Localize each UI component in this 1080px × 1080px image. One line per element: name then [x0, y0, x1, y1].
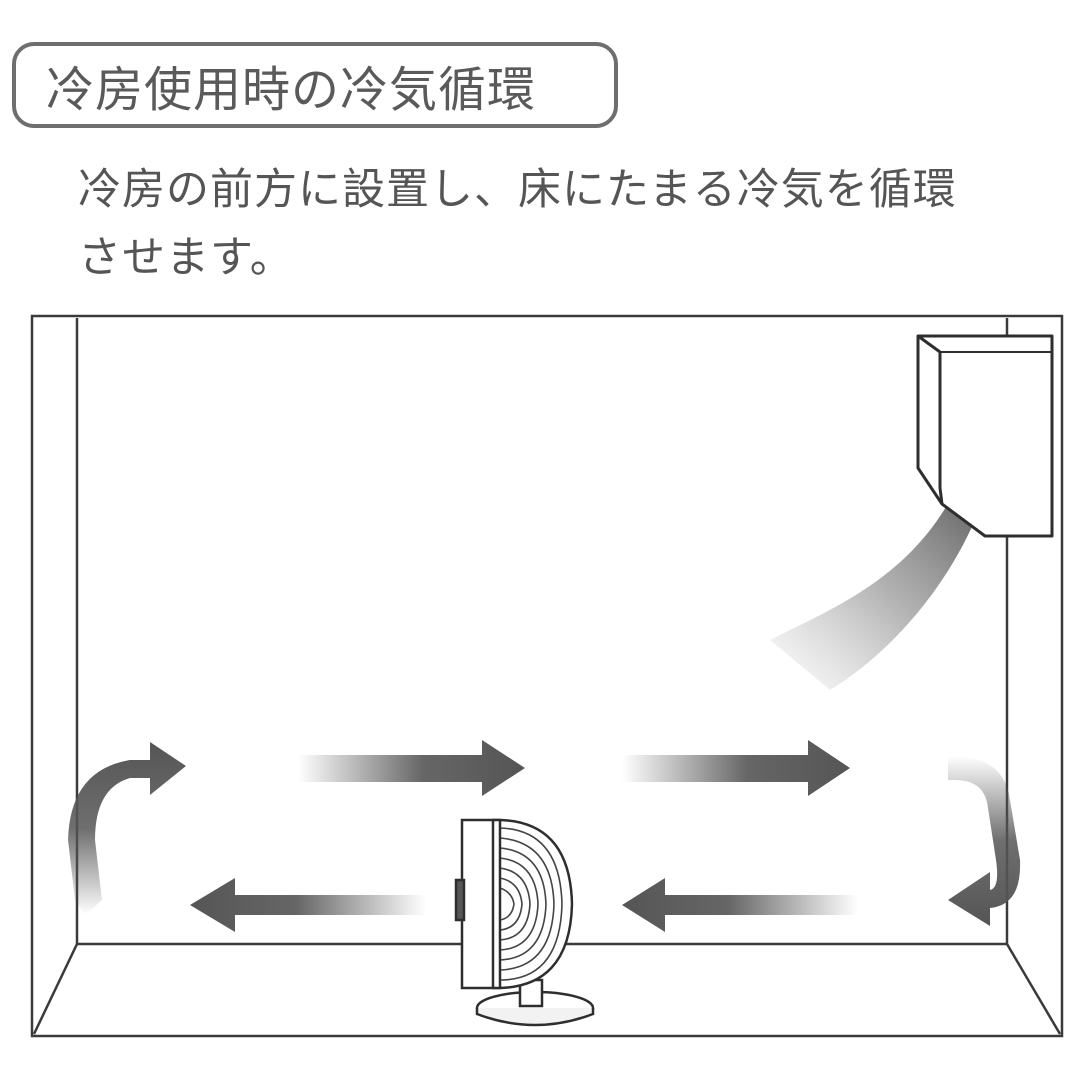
- cold-air-stream: [770, 500, 975, 690]
- description-line-1: 冷房の前方に設置し、床にたまる冷気を循環: [78, 165, 957, 215]
- description-line-2: させます。: [78, 233, 294, 283]
- airflow-arrow-icon: [68, 740, 1021, 932]
- circulator-fan-icon: [454, 818, 595, 1027]
- air-conditioner-icon: [916, 334, 1054, 538]
- section-title: 冷房使用時の冷気循環: [46, 62, 537, 118]
- section-title-box: 冷房使用時の冷気循環: [12, 42, 618, 128]
